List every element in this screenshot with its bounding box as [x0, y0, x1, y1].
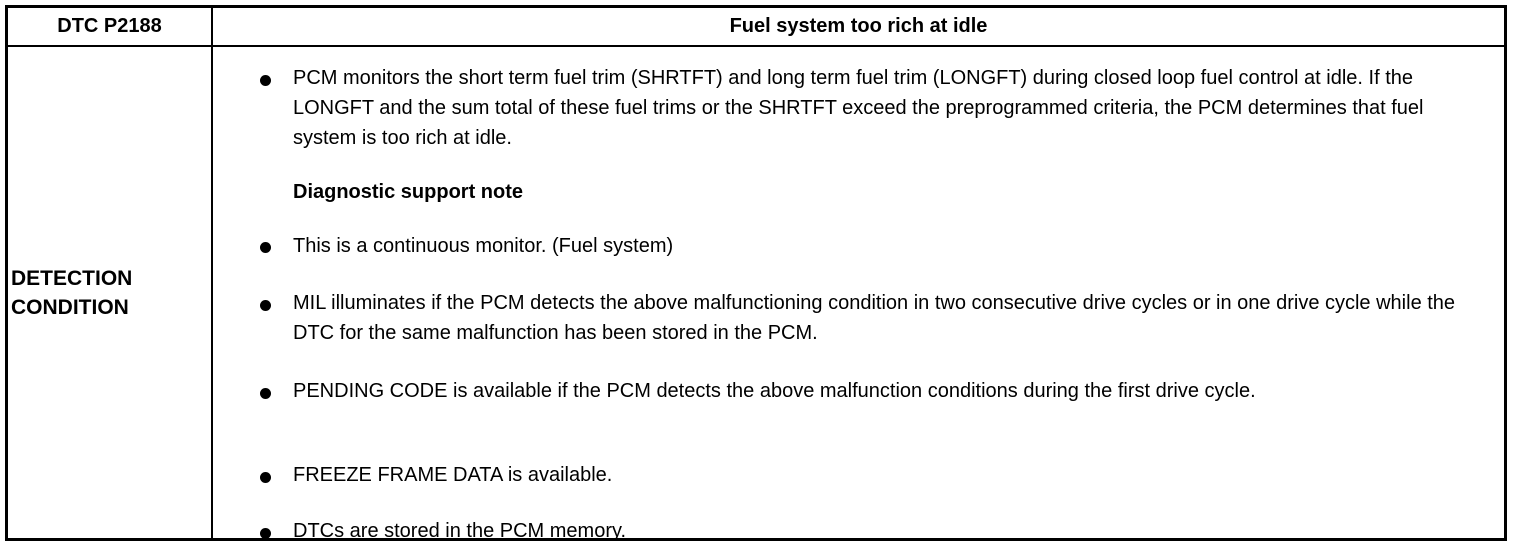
dtc-code: DTC P2188 [8, 8, 213, 45]
bullet-icon [260, 528, 271, 539]
support-note-item: PENDING CODE is available if the PCM det… [293, 380, 1256, 402]
row-label-line-1: DETECTION [11, 266, 133, 290]
detection-paragraph: PCM monitors the short term fuel trim (S… [293, 67, 1424, 149]
detection-condition-row: DETECTION CONDITION PCM monitors the sho… [8, 47, 1504, 542]
bullet-icon [260, 472, 271, 483]
row-content: PCM monitors the short term fuel trim (S… [213, 47, 1504, 542]
row-label-line-2: CONDITION [11, 295, 129, 319]
table-header-row: DTC P2188 Fuel system too rich at idle [8, 8, 1504, 47]
bullet-icon [260, 242, 271, 253]
bullet-icon [260, 388, 271, 399]
dtc-title: Fuel system too rich at idle [729, 15, 988, 37]
support-note-item: DTCs are stored in the PCM memory. [293, 520, 627, 542]
support-note-heading: Diagnostic support note [293, 181, 523, 203]
bullet-icon [260, 300, 271, 311]
dtc-table: DTC P2188 Fuel system too rich at idle D… [5, 5, 1507, 542]
support-note-item: FREEZE FRAME DATA is available. [293, 464, 613, 486]
support-note-item: This is a continuous monitor. (Fuel syst… [293, 235, 674, 257]
row-label: DETECTION CONDITION [8, 47, 213, 538]
support-note-item: MIL illuminates if the PCM detects the a… [293, 292, 1456, 344]
bullet-icon [260, 75, 271, 86]
